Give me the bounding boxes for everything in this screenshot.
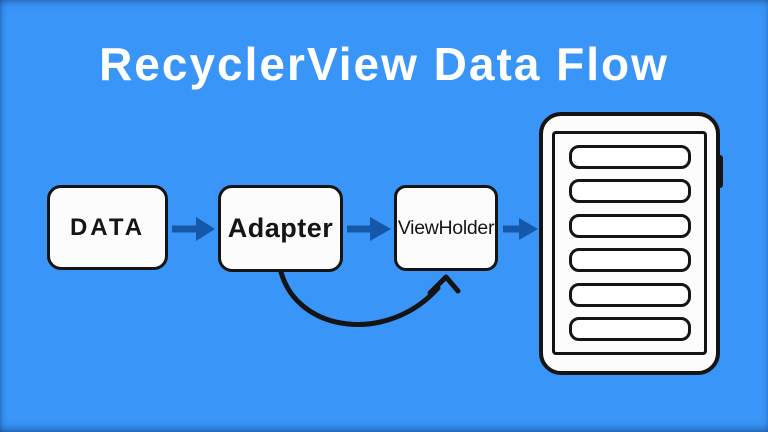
flow-node-viewholder: ViewHolder: [394, 185, 498, 271]
flow-node-data-label: DATA: [69, 213, 146, 241]
page-title: RecyclerView Data Flow: [99, 38, 669, 90]
list-item-row: [568, 248, 691, 273]
flow-node-adapter: Adapter: [218, 185, 343, 272]
list-item-row: [568, 282, 691, 307]
data-to-adapter-arrow-icon: [172, 217, 215, 241]
phone-mockup: [539, 112, 720, 375]
flow-node-viewholder-label: ViewHolder: [397, 216, 495, 239]
list-item-row: [568, 213, 691, 238]
list-item-row: [568, 317, 691, 342]
flow-node-adapter-label: Adapter: [227, 213, 334, 243]
list-item-row: [568, 179, 691, 204]
adapter-to-viewholder-curved-arrow-icon: [278, 269, 461, 327]
list-item-row: [568, 144, 691, 169]
adapter-to-viewholder-arrow-icon: [347, 217, 391, 241]
recyclerview-list-screen: [552, 131, 707, 355]
flow-node-data: DATA: [47, 185, 168, 270]
viewholder-to-list-arrow-icon: [503, 218, 538, 240]
